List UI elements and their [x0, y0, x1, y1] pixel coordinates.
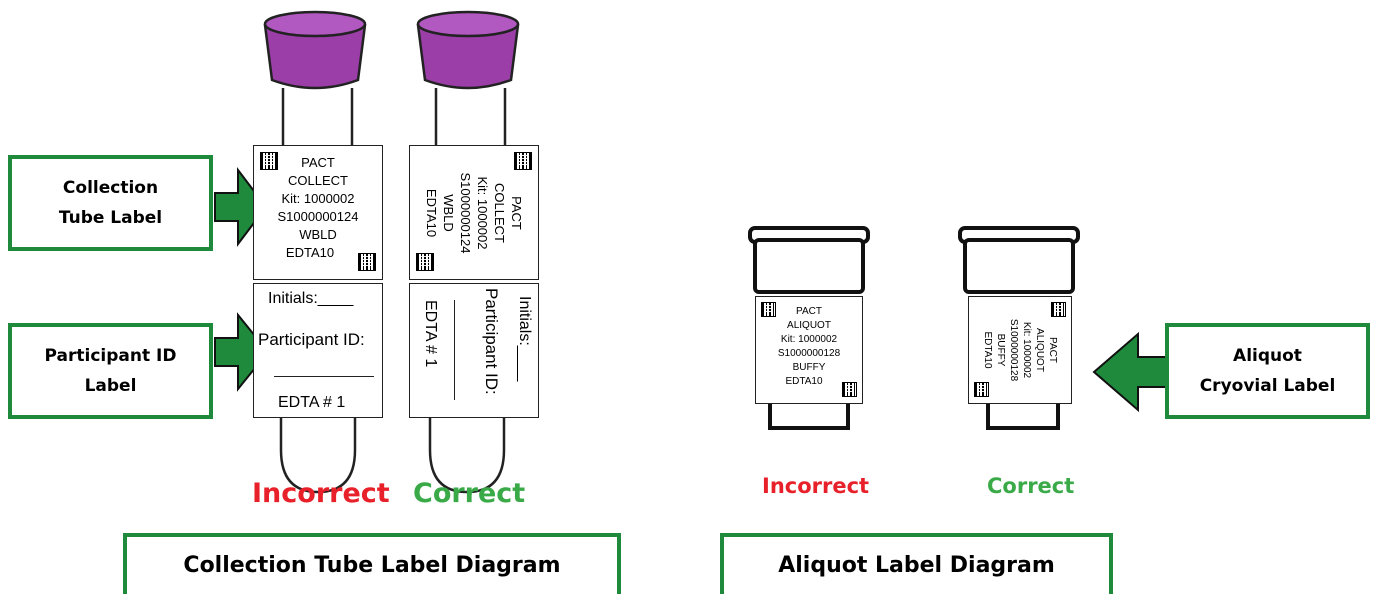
label-line: S1000000124 [458, 172, 473, 253]
rotated-label-text: PACT COLLECT Kit: 1000002 S1000000124 WB… [423, 153, 525, 273]
callout-line: Participant ID [44, 346, 177, 366]
label-line: BUFFY [792, 362, 826, 373]
incorrect-collection-label: PACT COLLECT Kit: 1000002 S1000000124 WB… [253, 145, 383, 280]
callout-line: Aliquot [1233, 346, 1302, 366]
incorrect-cryovial [748, 226, 870, 430]
callout-line: Cryovial Label [1199, 376, 1336, 396]
label-line: PACT [796, 306, 822, 317]
barcode-icon [416, 253, 434, 271]
underline-divider [454, 299, 455, 400]
label-line: WBLD [441, 193, 456, 232]
barcode-icon [514, 152, 532, 170]
label-line: Kit: 1000002 [475, 175, 490, 249]
callout-line: Tube Label [58, 208, 163, 228]
incorrect-tube-cap [263, 10, 367, 90]
label-line: S1000000128 [777, 348, 841, 359]
label-line: ALIQUOT [787, 320, 831, 331]
participant-id-label-callout: Participant ID Label [8, 323, 213, 419]
aliquot-incorrect-text: Incorrect [762, 474, 870, 498]
aliquot-cryovial-label-callout: Aliquot Cryovial Label [1165, 323, 1370, 419]
participant-id-field: Participant ID: [482, 287, 501, 395]
aliquot-cryovial-arrow [1092, 331, 1169, 413]
label-line: COLLECT [288, 173, 348, 188]
correct-tube-body [428, 88, 507, 494]
correct-collection-label: PACT COLLECT Kit: 1000002 S1000000124 WB… [409, 145, 539, 280]
collection-incorrect-text: Incorrect [252, 478, 390, 509]
initials-field: Initials:____ [268, 290, 354, 307]
label-line: PACT [301, 155, 335, 170]
initials-field: Initials:____ [516, 295, 533, 381]
participant-id-field: Participant ID: [258, 330, 365, 349]
label-line: ALIQUOT [1034, 328, 1045, 372]
barcode-icon [1051, 302, 1066, 317]
edta-field: EDTA # 1 [422, 299, 439, 367]
callout-line: Label [84, 376, 137, 396]
label-line: EDTA10 [285, 245, 335, 260]
barcode-icon [974, 382, 989, 397]
label-line: Kit: 1000002 [1021, 321, 1032, 379]
barcode-icon [842, 382, 857, 397]
label-line: WBLD [299, 227, 337, 242]
rotated-participant-text: Initials:____ Participant ID: EDTA # 1 [410, 286, 538, 416]
label-line: PACT [1047, 337, 1058, 363]
callout-line: Collection [62, 178, 159, 198]
label-line: S1000000124 [277, 209, 359, 224]
underline-divider [274, 376, 374, 377]
label-line: S1000000128 [1008, 318, 1019, 382]
label-line: Kit: 1000002 [281, 191, 355, 206]
collection-diagram-caption: Collection Tube Label Diagram [123, 533, 621, 594]
label-line: Kit: 1000002 [780, 334, 838, 345]
incorrect-tube-body [279, 88, 357, 494]
correct-participant-label: Initials:____ Participant ID: EDTA # 1 [409, 283, 539, 418]
label-line: EDTA10 [785, 376, 823, 387]
label-line: COLLECT [492, 182, 507, 243]
correct-tube-cap [416, 10, 520, 90]
aliquot-diagram-caption: Aliquot Label Diagram [720, 533, 1113, 594]
collection-tube-label-callout: Collection Tube Label [8, 155, 213, 251]
aliquot-correct-text: Correct [987, 474, 1075, 498]
barcode-icon [358, 253, 376, 271]
correct-aliquot-label: PACT ALIQUOT Kit: 1000002 S1000000128 BU… [968, 296, 1072, 404]
edta-field: EDTA # 1 [278, 394, 346, 411]
incorrect-aliquot-label: PACT ALIQUOT Kit: 1000002 S1000000128 BU… [755, 296, 863, 404]
correct-cryovial [958, 226, 1080, 430]
collection-correct-text: Correct [413, 478, 526, 509]
rotated-aliquot-text: PACT ALIQUOT Kit: 1000002 S1000000128 BU… [981, 300, 1059, 400]
barcode-icon [260, 152, 278, 170]
incorrect-participant-label: Initials:____ Participant ID: EDTA # 1 [253, 283, 383, 418]
barcode-icon [761, 302, 776, 317]
collection-tube-arrow [214, 167, 268, 247]
label-line: BUFFY [995, 333, 1006, 367]
label-line: PACT [509, 195, 524, 230]
